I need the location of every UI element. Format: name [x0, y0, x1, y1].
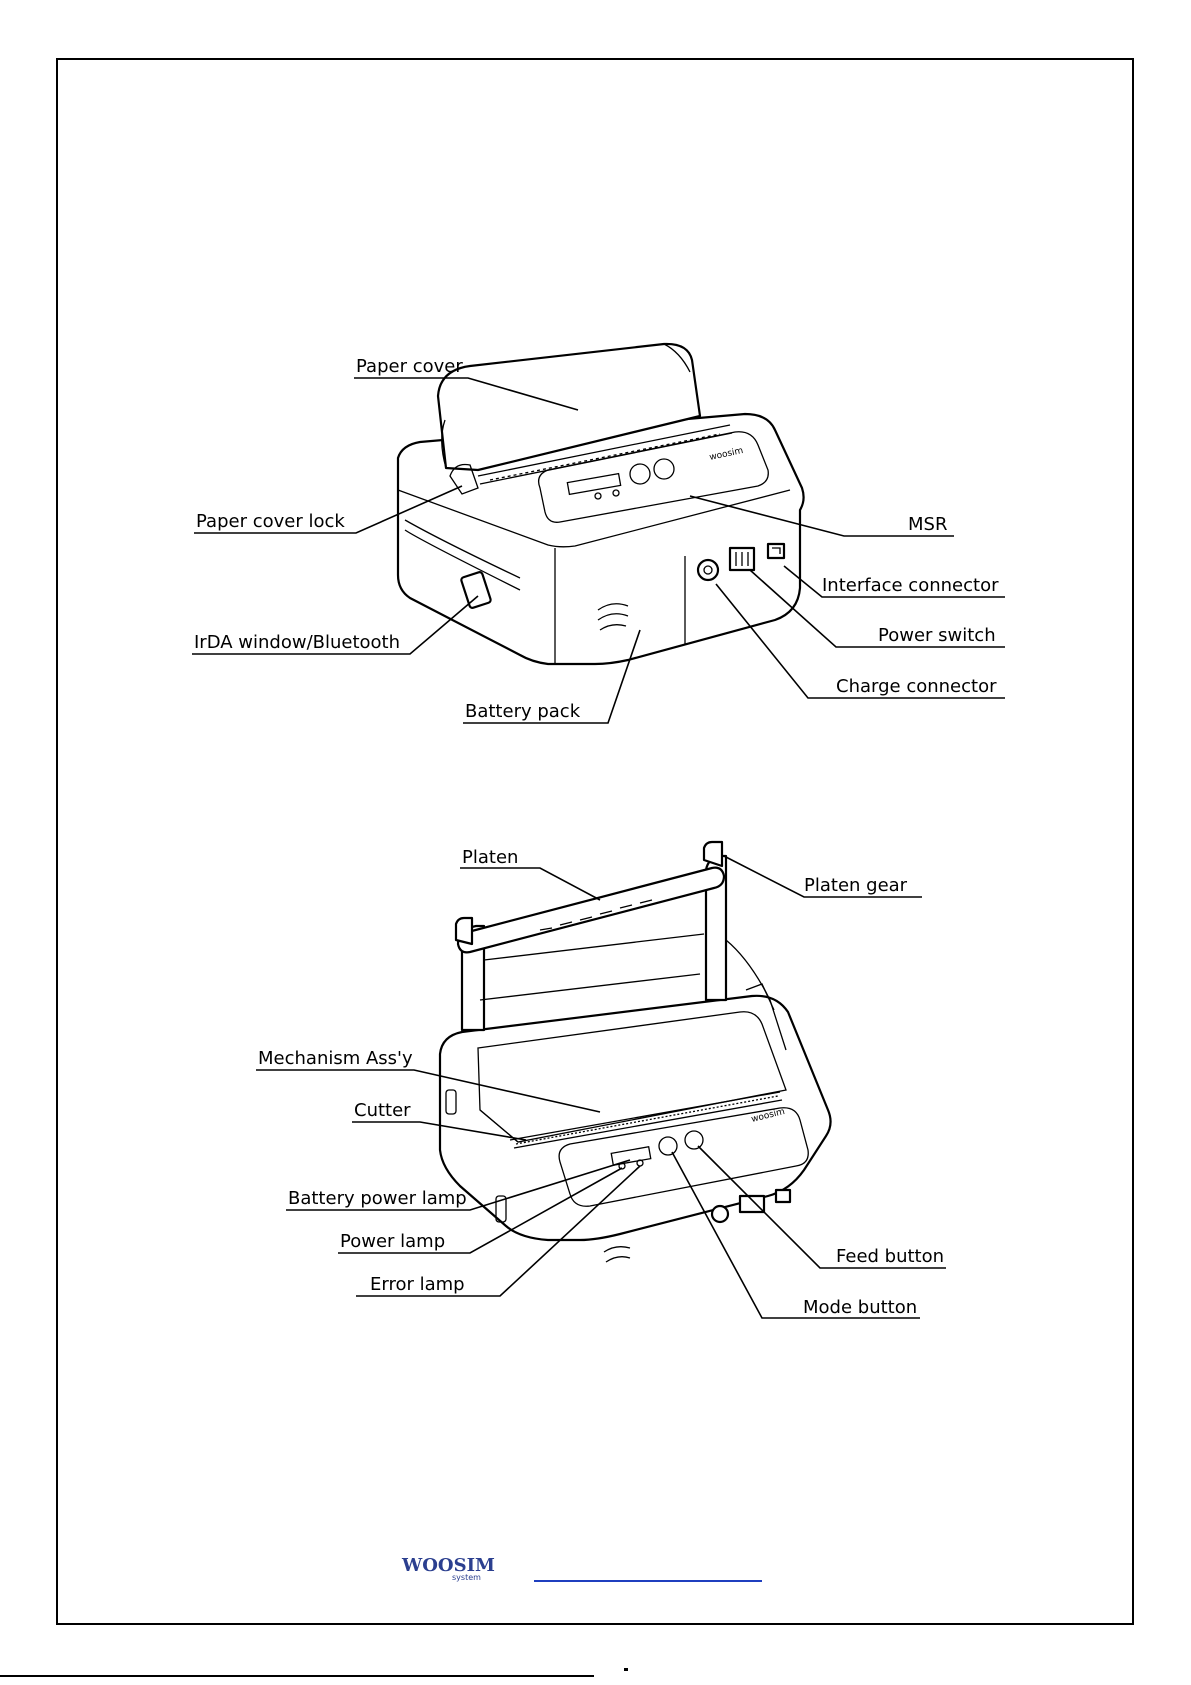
label-cutter: Cutter	[354, 1100, 411, 1121]
woosim-logo: WOOSIM system	[400, 1553, 510, 1583]
website-link[interactable]	[534, 1556, 762, 1582]
label-platen-gear: Platen gear	[804, 875, 908, 896]
label-msr: MSR	[908, 514, 947, 535]
label-battery-power-lamp: Battery power lamp	[288, 1188, 467, 1209]
label-paper-cover-lock: Paper cover lock	[196, 511, 345, 532]
label-platen: Platen	[462, 847, 518, 868]
footnote-rule	[0, 1675, 594, 1677]
label-power-switch: Power switch	[878, 625, 996, 646]
label-charge-connector: Charge connector	[836, 676, 997, 697]
printer-open-drawing: woosim	[440, 842, 831, 1262]
label-error-lamp: Error lamp	[370, 1274, 465, 1295]
logo-subtext: system	[452, 1573, 481, 1582]
label-paper-cover: Paper cover	[356, 356, 463, 377]
label-power-lamp: Power lamp	[340, 1231, 445, 1252]
label-interface-connector: Interface connector	[822, 575, 999, 596]
label-feed-button: Feed button	[836, 1246, 944, 1267]
footnote-mark	[624, 1668, 628, 1671]
label-mode-button: Mode button	[803, 1297, 917, 1318]
label-battery-pack: Battery pack	[465, 701, 581, 722]
label-mechanism: Mechanism Ass'y	[258, 1048, 413, 1069]
label-irda-window: IrDA window/Bluetooth	[194, 632, 400, 653]
